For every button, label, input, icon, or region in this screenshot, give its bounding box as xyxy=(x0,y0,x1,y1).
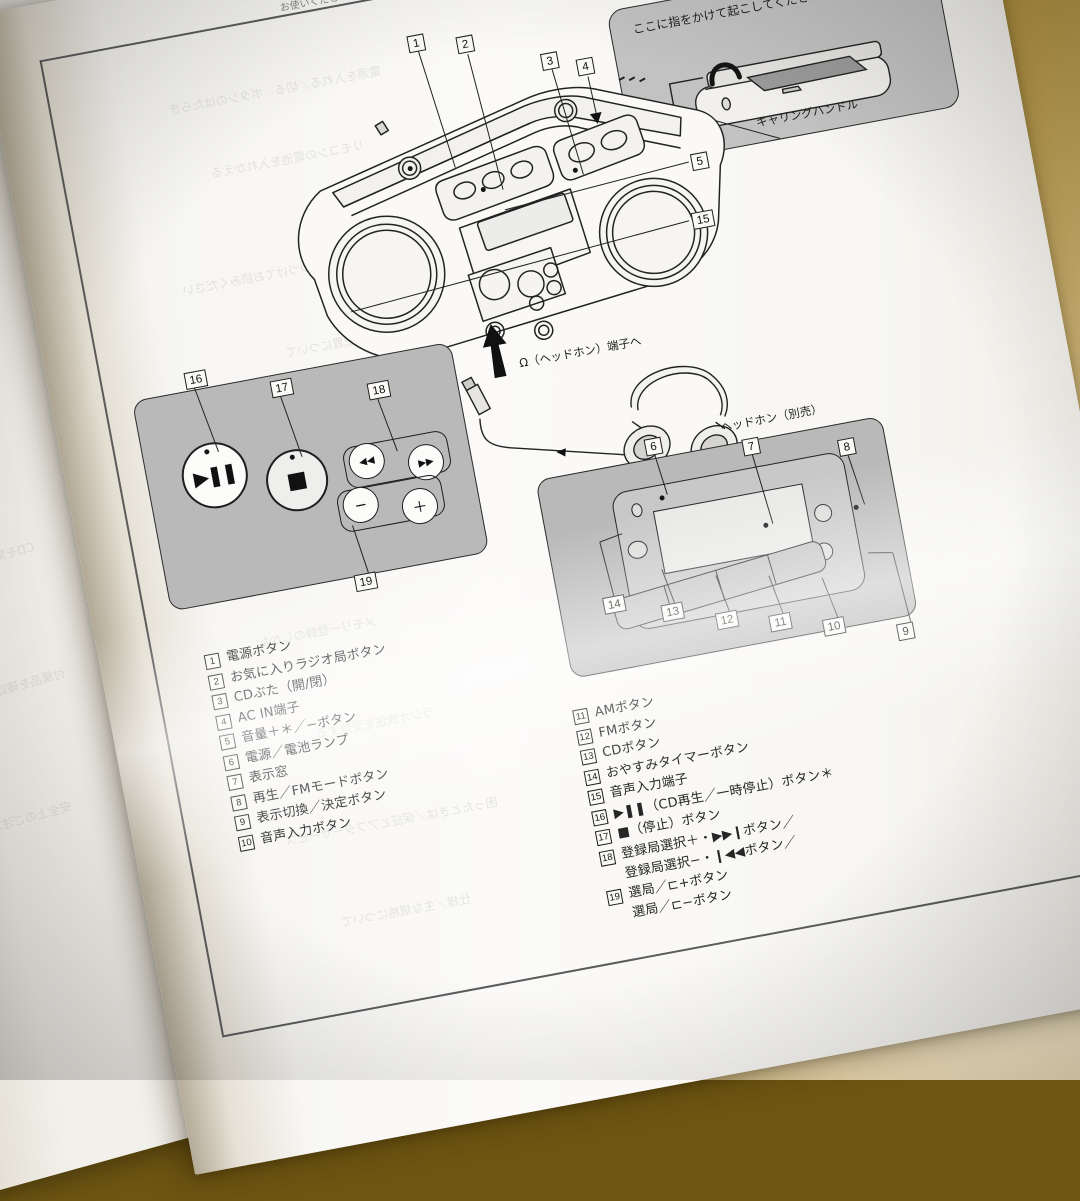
callout-number-9: 9 xyxy=(895,621,916,642)
skip-back-icon: ◀◀ xyxy=(358,454,376,468)
page-content-area: （停止）ボタン、音量＋ボタンには、凸点がついています。 お使いください。 ここに… xyxy=(39,0,1080,1077)
legend-item-number: 4 xyxy=(215,713,233,731)
legend-item-number: 5 xyxy=(218,733,237,751)
legend-item-number: 2 xyxy=(207,672,226,691)
callout-number-3: 3 xyxy=(539,51,560,71)
power-battery-lamp xyxy=(630,502,644,519)
play-fm-mode-button[interactable] xyxy=(812,502,834,524)
plus-icon: ＋ xyxy=(411,496,430,517)
callout-4-arrowhead xyxy=(589,111,602,124)
minus-button[interactable]: − xyxy=(339,483,382,526)
legend-item-number: 11 xyxy=(572,707,590,726)
legend-item-number: 13 xyxy=(579,748,598,766)
stop-icon: ■ xyxy=(284,466,310,495)
legend-item-number: 12 xyxy=(575,727,594,746)
legend-item-number: 6 xyxy=(222,753,241,771)
callout-number-2: 2 xyxy=(455,34,476,55)
legend-item-number: 15 xyxy=(587,788,605,806)
legend-item-number: 8 xyxy=(230,793,248,812)
callout-number-10: 10 xyxy=(821,616,847,637)
callout-number-6: 6 xyxy=(643,436,664,457)
leader-9 xyxy=(868,552,893,554)
legend-item-number: 19 xyxy=(605,888,624,906)
legend-item-number: 9 xyxy=(233,813,252,832)
skip-forward-icon: ▶▶ xyxy=(417,455,435,470)
stop-button[interactable]: ■ xyxy=(260,444,334,517)
callout-number-1: 1 xyxy=(406,33,427,54)
legend-item-number: 10 xyxy=(237,833,256,852)
minus-icon: − xyxy=(352,494,369,515)
callout-number-5: 5 xyxy=(689,151,710,172)
sleep-timer-button[interactable] xyxy=(626,539,650,561)
callout-number-8: 8 xyxy=(836,437,857,457)
booklet-right-page: 電源を入れる／切る ボタンのはたらき リモコンの電池を入れかえる つづけてお読み… xyxy=(0,0,1080,1175)
legend-item-number: 7 xyxy=(226,773,244,792)
legend-item-number: 16 xyxy=(591,808,609,827)
skip-back-button[interactable]: ◀◀ xyxy=(345,440,388,483)
plus-button[interactable]: ＋ xyxy=(398,485,441,528)
legend-item-number: 3 xyxy=(211,692,229,711)
legend-item-number: 17 xyxy=(594,828,613,847)
legend-item-number: 14 xyxy=(583,768,601,786)
play-pause-icon: ▶❚❚ xyxy=(191,459,239,492)
legend-item-number: 1 xyxy=(203,652,222,671)
legend-item-label: 表示窓 xyxy=(247,763,290,786)
callout-number-7: 7 xyxy=(741,436,762,457)
callout-number-4: 4 xyxy=(575,56,596,77)
callout-number-19: 19 xyxy=(353,571,379,593)
play-pause-button[interactable]: ▶❚❚ xyxy=(176,436,254,514)
legend-item-number: 18 xyxy=(598,848,617,867)
